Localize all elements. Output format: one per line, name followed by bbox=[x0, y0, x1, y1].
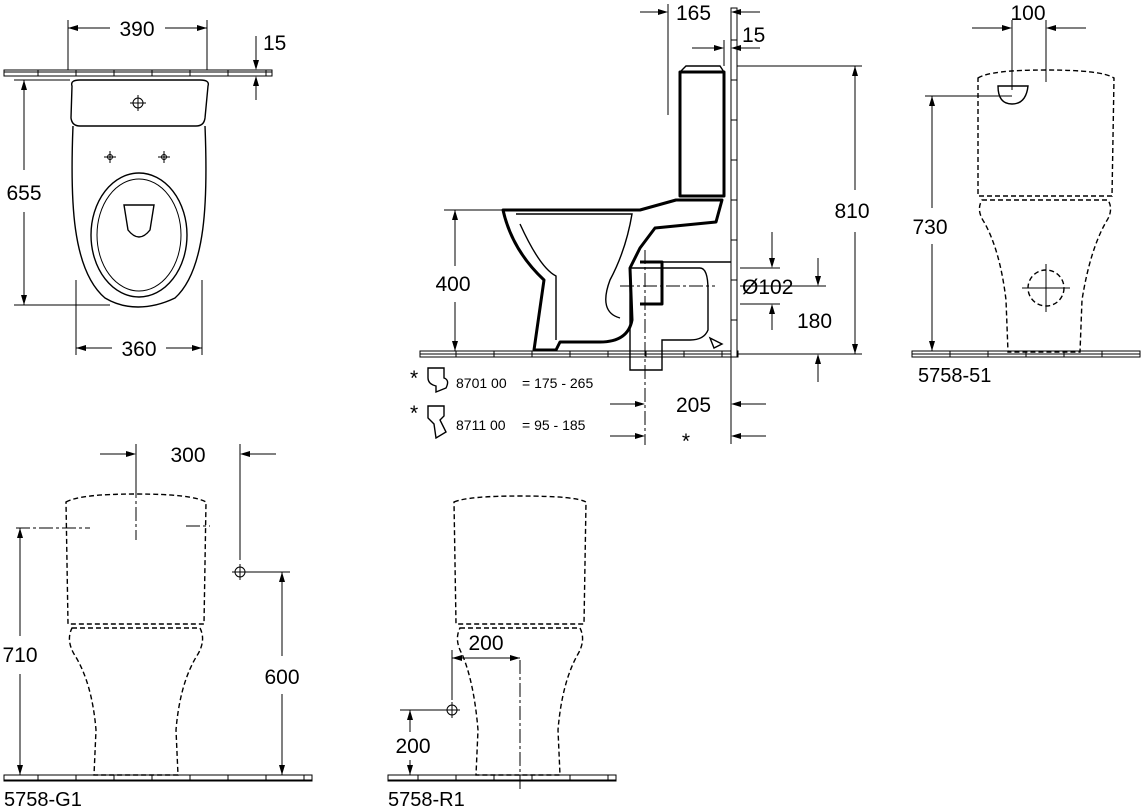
fitting-8701: * 8701 00 = 175 - 265 bbox=[410, 367, 593, 394]
tank-gap-label: 15 bbox=[263, 32, 286, 55]
variant-g1-inlet-offset: 300 bbox=[170, 444, 205, 467]
top-view: 390 15 655 360 bbox=[3, 18, 286, 361]
bend-fitting-icon bbox=[427, 367, 449, 394]
top-width-label: 390 bbox=[119, 18, 154, 41]
side-view-tank bbox=[678, 70, 726, 198]
variant-51-inlet-offset: 100 bbox=[1010, 2, 1045, 25]
variant-51-height: 730 bbox=[912, 216, 947, 239]
supply-connection-icon bbox=[444, 702, 460, 718]
variant-51-label: 5758-51 bbox=[918, 365, 991, 387]
water-inlet-icon bbox=[997, 85, 1029, 105]
outlet-height-label: 180 bbox=[797, 310, 832, 333]
variant-g1-tank-height: 710 bbox=[2, 644, 37, 667]
side-view: 165 15 810 400 Ø102 bbox=[410, 2, 870, 453]
total-height-label: 810 bbox=[834, 200, 869, 223]
variant-g1-supply-height: 600 bbox=[264, 666, 299, 689]
variant-5758-r1: 200 200 5758-R1 bbox=[387, 495, 617, 810]
top-view-bowl bbox=[71, 125, 207, 308]
top-depth-label: 655 bbox=[6, 182, 41, 205]
variant-51-tank bbox=[977, 69, 1115, 197]
side-view-bowl bbox=[501, 198, 724, 352]
top-view-wall bbox=[3, 69, 273, 77]
side-view-outlet bbox=[629, 267, 709, 371]
tank-depth-label: 165 bbox=[676, 2, 711, 25]
top-view-flush-hole bbox=[123, 204, 155, 238]
variant-r1-supply-height: 200 bbox=[395, 735, 430, 758]
fitting-8711: * 8711 00 = 95 - 185 bbox=[410, 402, 586, 440]
adjustable-marker: * bbox=[682, 430, 690, 453]
wall-gap-label: 15 bbox=[742, 24, 765, 47]
bend-fitting-icon bbox=[427, 405, 447, 440]
flush-button-icon bbox=[130, 95, 146, 111]
variant-r1-bowl bbox=[456, 627, 584, 776]
supply-connection-icon bbox=[232, 564, 248, 580]
outlet-distance-label: 205 bbox=[676, 394, 711, 417]
variant-g1-floor bbox=[3, 774, 313, 782]
variant-5758-g1: 300 710 600 5758-G1 bbox=[2, 444, 313, 810]
variant-r1-supply-offset: 200 bbox=[468, 632, 503, 655]
fitting-code: 8701 00 bbox=[456, 375, 507, 391]
fixing-hole-right-icon bbox=[158, 151, 170, 163]
outlet-diameter-label: Ø102 bbox=[742, 276, 793, 299]
top-view-tank bbox=[70, 79, 210, 127]
bottom-width-label: 360 bbox=[121, 338, 156, 361]
seat-height-label: 400 bbox=[435, 273, 470, 296]
variant-g1-label: 5758-G1 bbox=[4, 789, 82, 810]
fitting-marker: * bbox=[410, 367, 418, 390]
variant-r1-tank bbox=[453, 495, 587, 625]
variant-g1-bowl bbox=[68, 627, 204, 776]
fitting-range: = 95 - 185 bbox=[522, 417, 586, 433]
variant-5758-51: 100 730 5758-51 bbox=[911, 2, 1141, 387]
fitting-range: = 175 - 265 bbox=[522, 375, 593, 391]
variant-r1-label: 5758-R1 bbox=[388, 789, 465, 810]
side-view-wall bbox=[730, 7, 738, 358]
variant-r1-floor bbox=[387, 774, 617, 782]
fitting-marker: * bbox=[410, 402, 418, 425]
drain-centre-icon bbox=[1022, 264, 1070, 312]
variant-51-bowl bbox=[978, 199, 1112, 353]
fitting-code: 8711 00 bbox=[456, 417, 506, 433]
fixing-hole-left-icon bbox=[104, 151, 116, 163]
variant-51-floor bbox=[911, 350, 1141, 358]
variant-g1-tank bbox=[65, 493, 207, 625]
top-view-seat bbox=[90, 172, 188, 298]
side-view-floor bbox=[419, 350, 739, 358]
